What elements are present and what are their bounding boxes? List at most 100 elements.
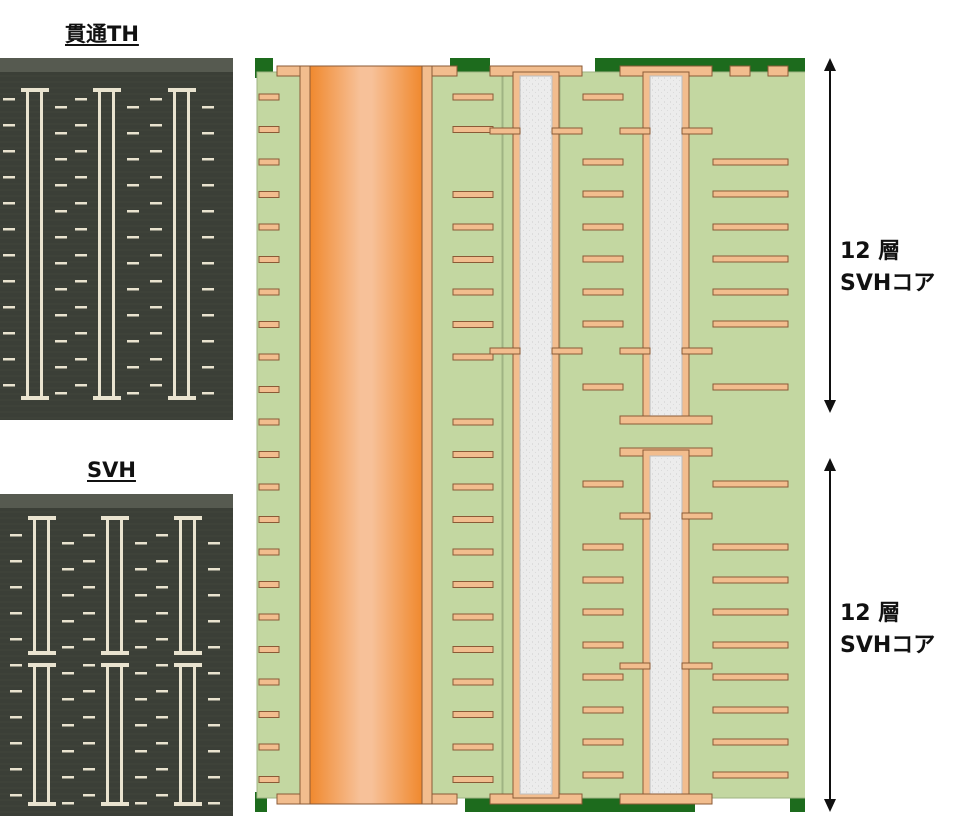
photo-via-land xyxy=(174,802,202,806)
svh3-stub-l1 xyxy=(619,662,651,670)
svh1-stub-l0 xyxy=(489,127,521,135)
photo-trace xyxy=(55,262,67,265)
trace-col-b xyxy=(582,320,624,328)
photo-via-wall xyxy=(47,663,50,806)
trace-col-a xyxy=(452,451,494,458)
photo-trace xyxy=(83,768,95,771)
photo-trace xyxy=(75,98,87,101)
trace-col-b xyxy=(582,543,624,551)
trace-col-b xyxy=(582,190,624,198)
photo-trace xyxy=(135,750,147,753)
photo-trace xyxy=(55,314,67,317)
photo-trace xyxy=(75,306,87,309)
edge-trace xyxy=(258,223,280,231)
photo-trace xyxy=(75,280,87,283)
photo-trace xyxy=(150,150,162,153)
svh2-stub-r1 xyxy=(681,347,713,355)
photo-trace xyxy=(156,716,168,719)
trace-col-a xyxy=(452,776,494,783)
photo-trace xyxy=(127,262,139,265)
trace-col-a xyxy=(452,516,494,523)
photo-trace xyxy=(150,228,162,231)
photo-trace xyxy=(55,184,67,187)
laminate-panel-1 xyxy=(429,71,503,799)
photo-trace xyxy=(55,340,67,343)
trace-col-c xyxy=(712,480,789,488)
photo-via-wall xyxy=(47,516,50,655)
photo-trace xyxy=(83,586,95,589)
photo-trace xyxy=(202,262,214,265)
edge-trace xyxy=(258,516,280,523)
photo-trace xyxy=(127,106,139,109)
photo-trace xyxy=(3,332,15,335)
edge-trace xyxy=(258,743,280,751)
trace-col-c xyxy=(712,706,789,714)
edge-trace xyxy=(258,191,280,198)
photo-trace xyxy=(202,158,214,161)
photo-trace xyxy=(208,672,220,675)
edge-trace xyxy=(258,158,280,166)
edge-trace xyxy=(258,93,280,101)
photo-trace xyxy=(202,366,214,369)
photo-trace xyxy=(75,254,87,257)
trace-col-b xyxy=(582,158,624,166)
photo-trace xyxy=(3,384,15,387)
photo-via-wall xyxy=(98,88,101,400)
photo-via-land xyxy=(28,516,56,520)
photo-trace xyxy=(150,306,162,309)
svh3-bottom-land xyxy=(619,793,713,805)
annotation-lower-line1: 12 層 xyxy=(840,601,901,626)
photo-trace xyxy=(135,672,147,675)
photo-trace xyxy=(135,542,147,545)
cross-section-diagram xyxy=(255,58,805,812)
photo-via-wall xyxy=(173,88,176,400)
photo-trace xyxy=(3,280,15,283)
photo-via-wall xyxy=(106,516,109,655)
trace-col-c xyxy=(712,383,789,391)
trace-col-b xyxy=(582,93,624,101)
photo-trace xyxy=(127,340,139,343)
photo-trace xyxy=(208,724,220,727)
photo-trace xyxy=(55,210,67,213)
photo-trace xyxy=(150,176,162,179)
photo-via-land xyxy=(28,802,56,806)
photo-trace xyxy=(150,254,162,257)
trace-col-c xyxy=(712,738,789,746)
photo-trace xyxy=(3,98,15,101)
photo-trace xyxy=(202,210,214,213)
pad-small-b xyxy=(767,65,789,77)
photo-trace xyxy=(135,802,147,805)
photo-trace xyxy=(202,132,214,135)
pad-small-a xyxy=(729,65,751,77)
trace-col-a xyxy=(452,743,494,751)
trace-col-a xyxy=(452,223,494,231)
edge-trace xyxy=(258,776,280,783)
photo-via-wall xyxy=(33,663,36,806)
annotation-lower-line2: SVHコア xyxy=(840,633,936,658)
photo-via-land xyxy=(168,88,196,92)
trace-col-c xyxy=(712,255,789,263)
photo-via-wall xyxy=(193,516,196,655)
photo-trace xyxy=(62,672,74,675)
edge-trace xyxy=(258,386,280,393)
photo-via-land xyxy=(93,396,121,400)
photo-via-land xyxy=(28,651,56,655)
th-wall-left xyxy=(299,65,311,805)
photo-trace xyxy=(3,306,15,309)
photo-trace xyxy=(156,794,168,797)
trace-col-a xyxy=(452,191,494,198)
laminate-panel-0 xyxy=(256,71,303,799)
annotation-upper: 12 層 SVHコア xyxy=(840,236,935,300)
photo-trace xyxy=(62,542,74,545)
photo-trace xyxy=(62,776,74,779)
trace-col-c xyxy=(712,608,789,616)
edge-trace xyxy=(258,678,280,686)
photo-trace xyxy=(62,802,74,805)
photo-trace xyxy=(10,742,22,745)
photo-trace xyxy=(3,228,15,231)
photo-trace xyxy=(75,124,87,127)
photo-trace xyxy=(83,742,95,745)
svh1-plug xyxy=(519,75,553,795)
photo-trace xyxy=(127,392,139,395)
photo-top-band xyxy=(0,494,233,508)
